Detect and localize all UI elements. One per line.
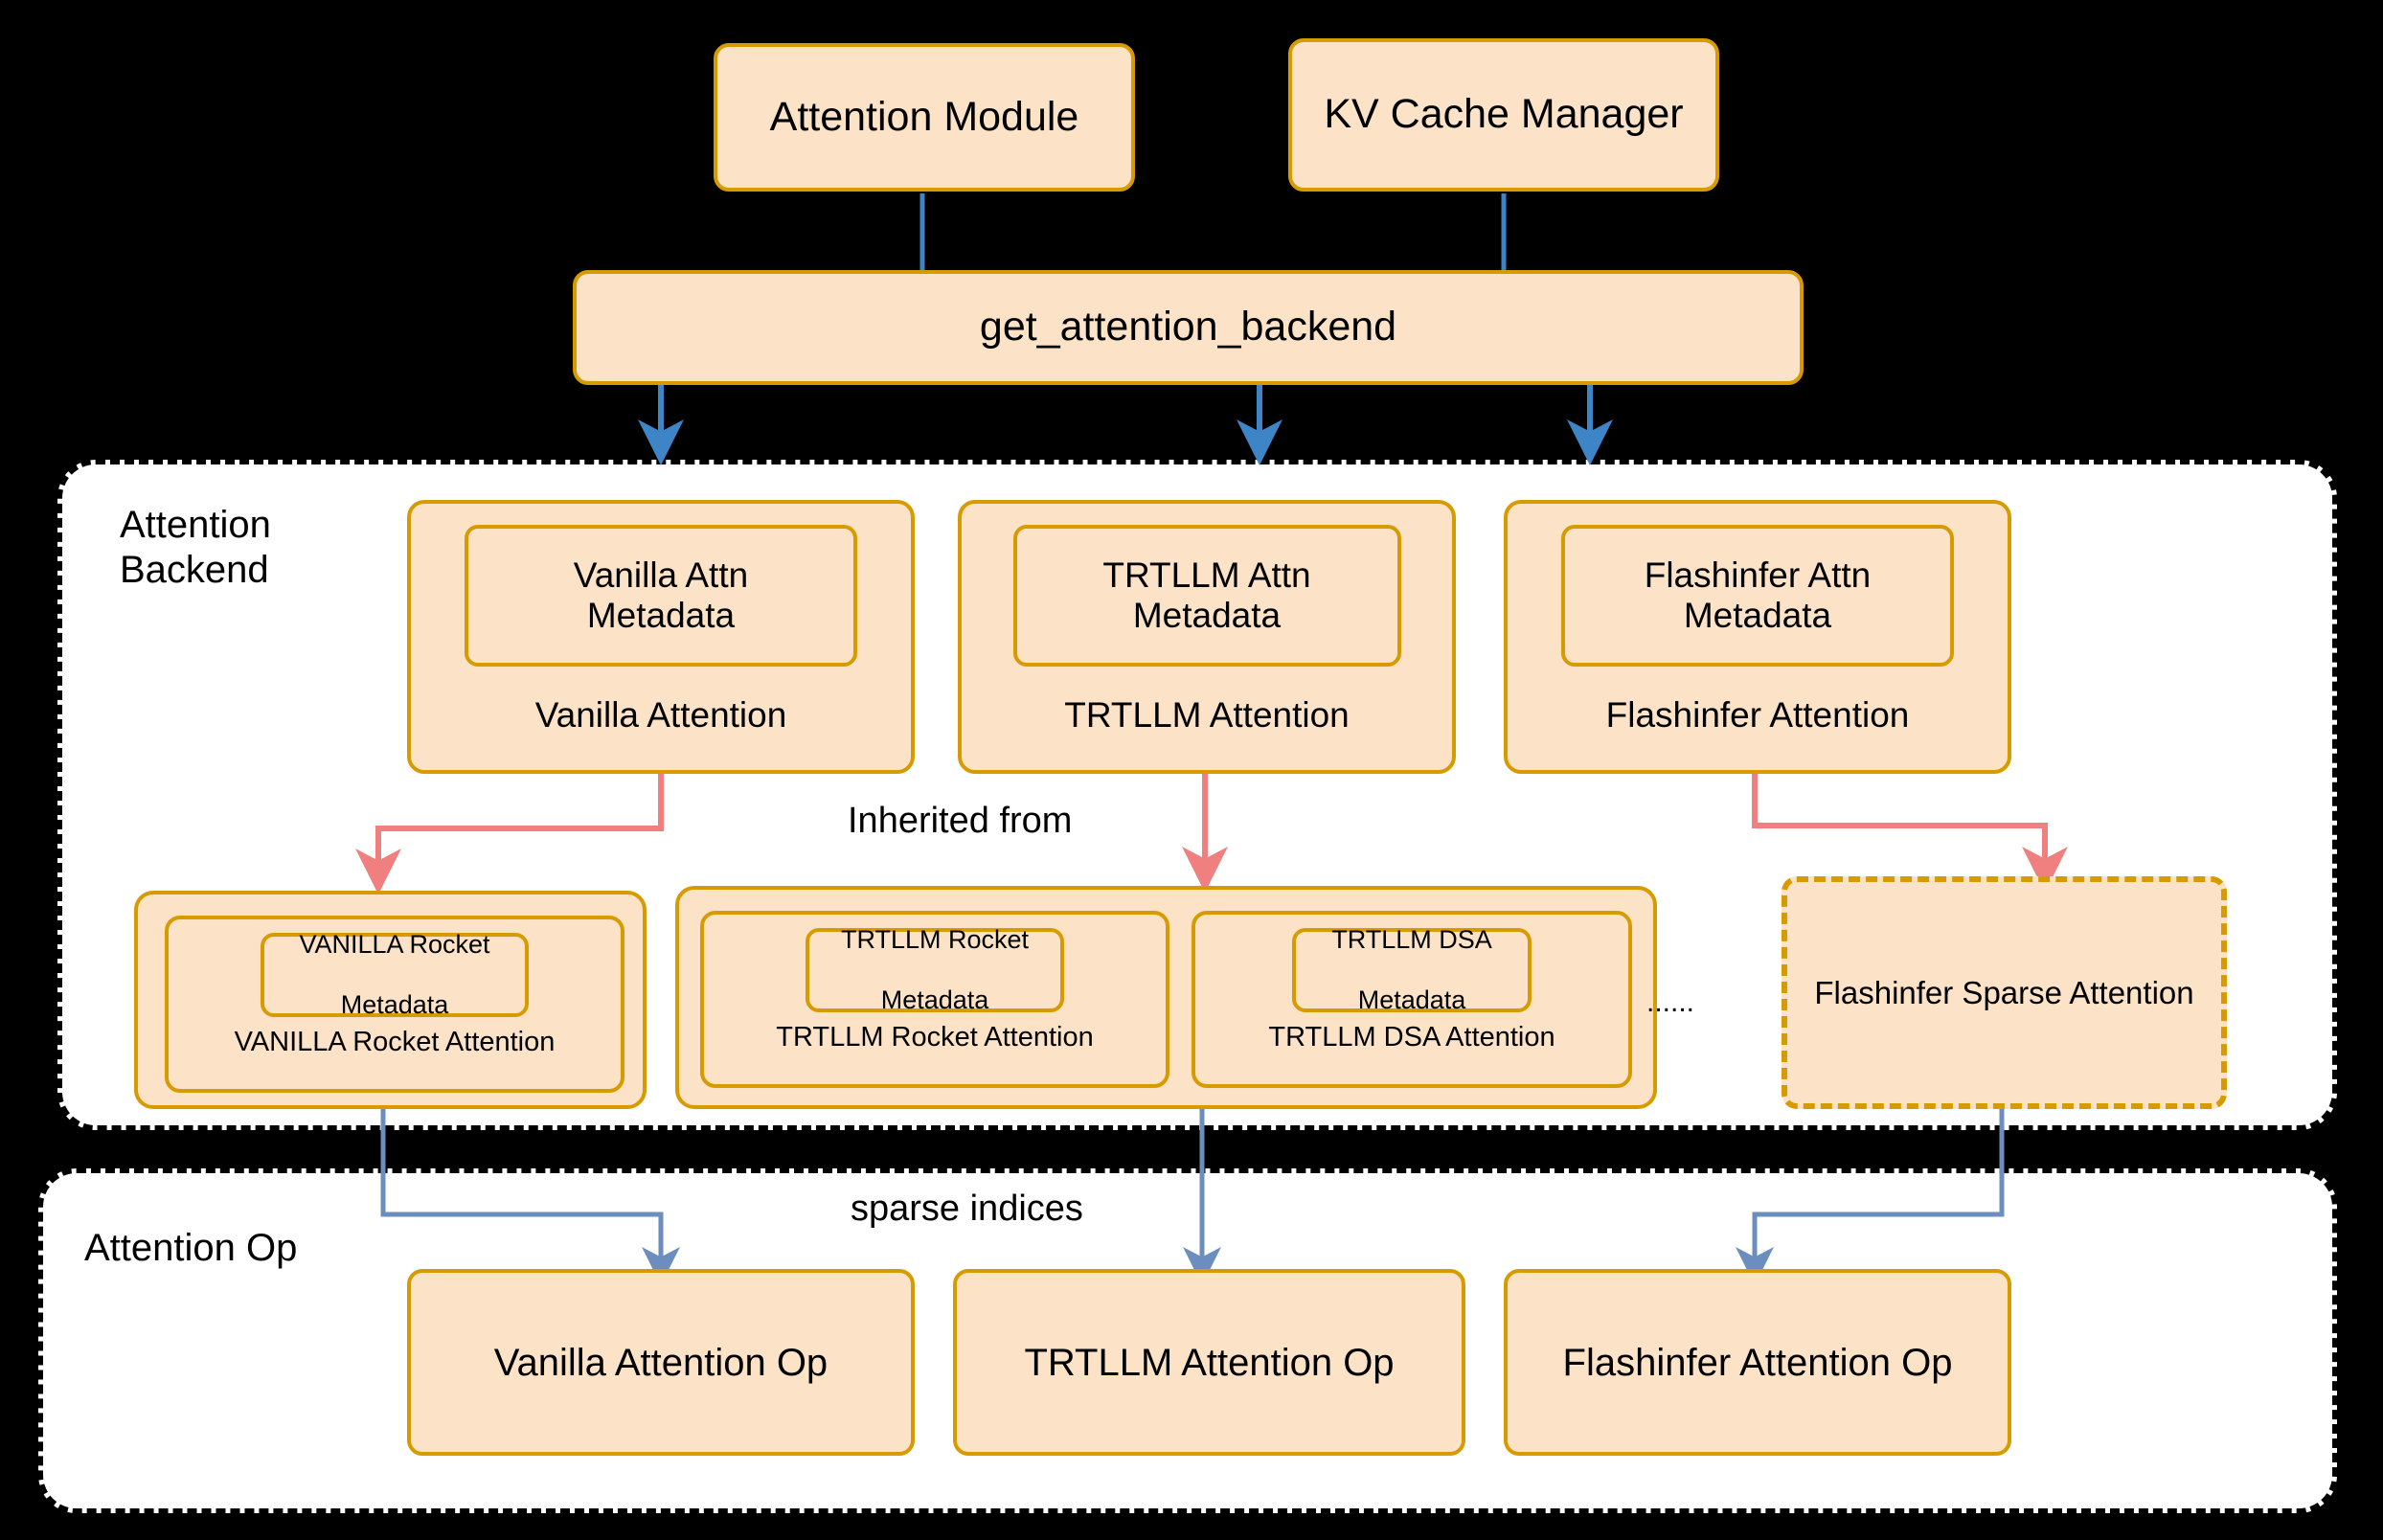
trtllm-rocket-metadata-box[interactable]: TRTLLM Rocket Metadata <box>806 925 1064 1014</box>
vanilla-rocket-attention-card[interactable]: VANILLA Rocket Metadata VANILLA Rocket A… <box>165 916 624 1093</box>
flashinfer-attention-caption: Flashinfer Attention <box>1605 695 1910 735</box>
trtllm-rocket-attention-card[interactable]: TRTLLM Rocket Metadata TRTLLM Rocket Att… <box>700 911 1169 1088</box>
trtllm-dsa-metadata-box[interactable]: TRTLLM DSA Metadata <box>1292 925 1532 1014</box>
attention-module-box[interactable]: Attention Module <box>714 43 1135 192</box>
trtllm-attention-op-box[interactable]: TRTLLM Attention Op <box>953 1269 1465 1456</box>
attention-op-region-label: Attention Op <box>84 1227 298 1269</box>
trtllm-sparse-group: TRTLLM Rocket Metadata TRTLLM Rocket Att… <box>675 886 1694 1109</box>
vanilla-attention-caption: Vanilla Attention <box>534 695 787 735</box>
flashinfer-attention-backend[interactable]: Flashinfer Attn Metadata Flashinfer Atte… <box>1504 500 2011 774</box>
get-attention-backend-box[interactable]: get_attention_backend <box>573 270 1804 385</box>
vanilla-sparse-group: VANILLA Rocket Metadata VANILLA Rocket A… <box>134 891 647 1109</box>
trtllm-dsa-attention-card[interactable]: TRTLLM DSA Metadata TRTLLM DSA Attention <box>1192 911 1632 1088</box>
trtllm-attention-caption: TRTLLM Attention <box>1064 695 1350 735</box>
trtllm-rocket-attention-caption: TRTLLM Rocket Attention <box>776 1022 1094 1053</box>
vanilla-rocket-metadata-box[interactable]: VANILLA Rocket Metadata <box>261 930 529 1019</box>
vanilla-attn-metadata-box[interactable]: Vanilla Attn Metadata <box>465 525 857 667</box>
flashinfer-sparse-attention-box[interactable]: Flashinfer Sparse Attention <box>1782 876 2227 1109</box>
sparse-indices-label: sparse indices <box>851 1189 1083 1229</box>
trtllm-attn-metadata-box[interactable]: TRTLLM Attn Metadata <box>1012 525 1401 667</box>
vanilla-rocket-attention-caption: VANILLA Rocket Attention <box>234 1027 556 1057</box>
trtllm-attention-backend[interactable]: TRTLLM Attn Metadata TRTLLM Attention <box>958 500 1456 774</box>
attention-backend-region-label: Attention Backend <box>120 504 271 592</box>
flashinfer-attn-metadata-box[interactable]: Flashinfer Attn Metadata <box>1561 525 1954 667</box>
inherited-from-label: Inherited from <box>848 801 1073 841</box>
flashinfer-attention-op-box[interactable]: Flashinfer Attention Op <box>1504 1269 2011 1456</box>
trtllm-dsa-attention-caption: TRTLLM DSA Attention <box>1268 1022 1555 1053</box>
vanilla-attention-op-box[interactable]: Vanilla Attention Op <box>407 1269 915 1456</box>
vanilla-attention-backend[interactable]: Vanilla Attn Metadata Vanilla Attention <box>407 500 915 774</box>
kv-cache-manager-box[interactable]: KV Cache Manager <box>1288 38 1719 192</box>
trtllm-group-ellipsis: ...... <box>1646 986 1695 1018</box>
